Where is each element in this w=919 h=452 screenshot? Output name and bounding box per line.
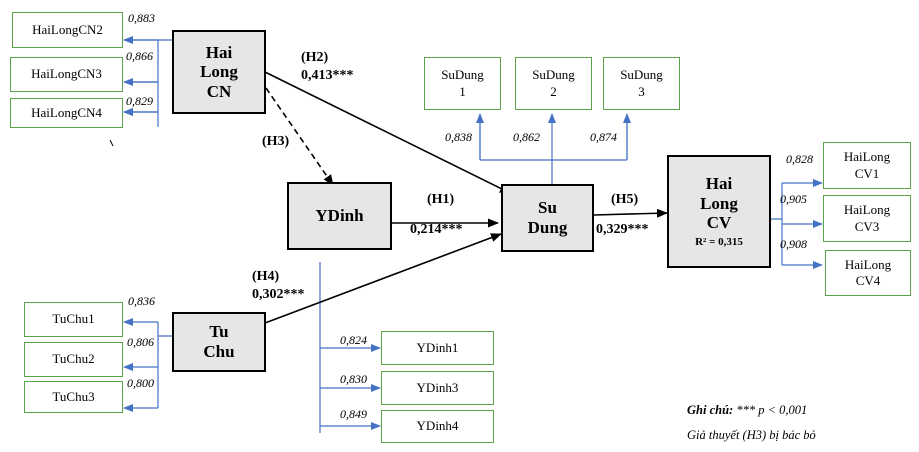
loading-sudung1: 0,838 [445,130,472,144]
stray-mark [109,139,114,147]
construct-tuchu: Tu Chu [172,312,266,372]
loading-tuchu3: 0,800 [127,376,154,390]
indicator-ydinh3: YDinh3 [381,371,494,405]
indicator-sudung1: SuDung 1 [424,57,501,110]
path-h2 [264,71,511,194]
path-label-h3: (H3) [262,134,290,149]
indicator-hailongcn4: HaiLongCN4 [10,98,123,128]
construct-label: Hai Long CV [700,174,738,233]
loading-sudung2: 0,862 [513,130,540,144]
construct-hailong-cv: Hai Long CV R² = 0,315 [667,155,771,268]
loading-ydinh4: 0,849 [340,407,367,421]
loading-ydinh3: 0,830 [340,372,367,386]
construct-label: Su Dung [527,198,568,237]
indicator-hailongcv4: HaiLong CV4 [825,250,911,296]
path-h5 [593,208,668,218]
loading-hailongcn4: 0,829 [126,94,153,108]
indicator-tuchu3: TuChu3 [24,381,123,413]
indicator-sudung3: SuDung 3 [603,57,680,110]
indicator-hailongcn2: HaiLongCN2 [12,12,123,48]
path-value-h5: 0,329*** [596,222,649,237]
loading-sudung3: 0,874 [590,130,617,144]
construct-hailong-cn: Hai Long CN [172,30,266,114]
indicator-tuchu2: TuChu2 [24,342,123,377]
loading-tuchu1: 0,836 [128,294,155,308]
indicator-hailongcv3: HaiLong CV3 [823,195,911,242]
indicator-hailongcv1: HaiLong CV1 [823,142,911,189]
loading-ydinh1: 0,824 [340,333,367,347]
path-label-h2: (H2) 0,413*** [301,50,354,83]
path-h4 [264,233,502,324]
loading-hailongcv4: 0,908 [780,237,807,251]
note-significance: Ghi chú: *** p < 0,001 [687,403,807,418]
indicator-ydinh1: YDinh1 [381,331,494,365]
path-label-h5: (H5) [611,192,639,207]
indicator-hailongcn3: HaiLongCN3 [10,57,123,92]
loading-hailongcn3: 0,866 [126,49,153,63]
path-value-h1: 0,214*** [410,222,463,237]
note-h3-rejected: Giả thuyết (H3) bị bác bỏ [687,428,816,442]
indicator-sudung2: SuDung 2 [515,57,592,110]
path-label-h4: (H4) 0,302*** [252,269,305,302]
construct-ydinh: YDinh [287,182,392,250]
loading-hailongcv1: 0,828 [786,152,813,166]
indicator-ydinh4: YDinh4 [381,410,494,443]
note-significance-text: *** p < 0,001 [733,403,808,417]
loading-hailongcv3: 0,905 [780,192,807,206]
loading-hailongcn2: 0,883 [128,11,155,25]
loading-tuchu2: 0,806 [127,335,154,349]
indicator-tuchu1: TuChu1 [24,302,123,337]
r-squared-label: R² = 0,315 [695,236,743,248]
construct-label: YDinh [315,206,364,226]
construct-label: Hai Long CN [200,42,238,101]
construct-sudung: Su Dung [501,184,594,252]
path-label-h1: (H1) [427,192,455,207]
note-title: Ghi chú: [687,403,734,417]
construct-label: Tu Chu [203,322,235,361]
